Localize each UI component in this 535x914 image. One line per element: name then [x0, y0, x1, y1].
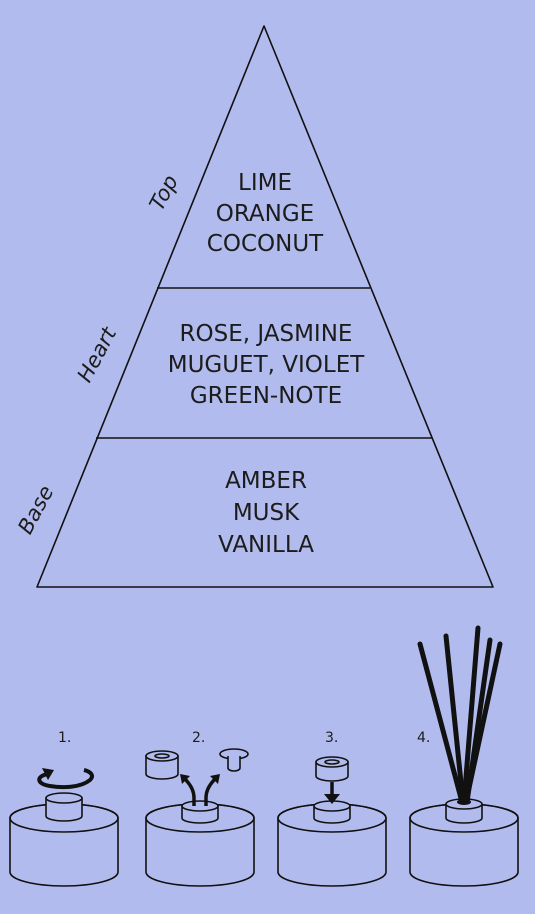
step-number-2: 2.: [192, 730, 205, 746]
split-arrow-head-right-icon: [210, 774, 220, 784]
cap-hole-3: [324, 759, 340, 765]
neck-top-2: [181, 800, 219, 812]
reed-stick-1: [417, 641, 465, 805]
pyramid-outline: [36, 25, 494, 588]
cap-top-1: [45, 792, 83, 804]
bottle-cap-1: [45, 797, 83, 822]
reed-stick-5: [464, 637, 493, 805]
step-4: 4.: [409, 625, 519, 887]
cap-top-3: [315, 756, 349, 768]
removed-cap-hole-2: [154, 753, 170, 759]
step-1: 1.: [9, 730, 119, 887]
step-number-3: 3.: [325, 730, 338, 746]
base-note-3: VANILLA: [218, 532, 314, 558]
split-arrow-head-left-icon: [180, 774, 190, 784]
step-3: 3.: [277, 730, 387, 887]
reed-sticks-icon: [417, 625, 503, 805]
top-note-3: COCONUT: [207, 231, 324, 257]
heart-note-1: ROSE, JASMINE: [180, 321, 353, 347]
rotate-arrow-head-icon: [42, 768, 54, 780]
heart-note-2: MUGUET, VIOLET: [168, 352, 366, 378]
fragrance-pyramid: Top LIME ORANGE COCONUT Heart ROSE, JASM…: [13, 25, 494, 588]
removed-plug-2: [227, 756, 241, 772]
top-note-1: LIME: [238, 170, 292, 196]
step-number-4: 4.: [417, 730, 430, 746]
down-arrow-head-icon: [324, 794, 340, 804]
tier-label-top: Top: [145, 171, 183, 214]
step-2: 2.: [145, 730, 255, 887]
removed-cap-top-2: [145, 750, 179, 762]
base-note-1: AMBER: [225, 468, 307, 494]
rotate-arrow-icon: [37, 768, 94, 790]
tier-label-base: Base: [13, 482, 58, 538]
reed-bundle-base: [457, 799, 471, 805]
base-note-2: MUSK: [233, 500, 300, 526]
usage-steps: 1. 2. 3.: [9, 625, 519, 887]
tier-label-heart: Heart: [73, 323, 122, 387]
removed-cap-2: [145, 755, 179, 780]
reed-stick-2: [443, 633, 466, 805]
step-number-1: 1.: [58, 730, 71, 746]
reed-stick-3: [461, 625, 481, 805]
heart-note-3: GREEN-NOTE: [190, 383, 342, 409]
top-note-2: ORANGE: [216, 201, 314, 227]
